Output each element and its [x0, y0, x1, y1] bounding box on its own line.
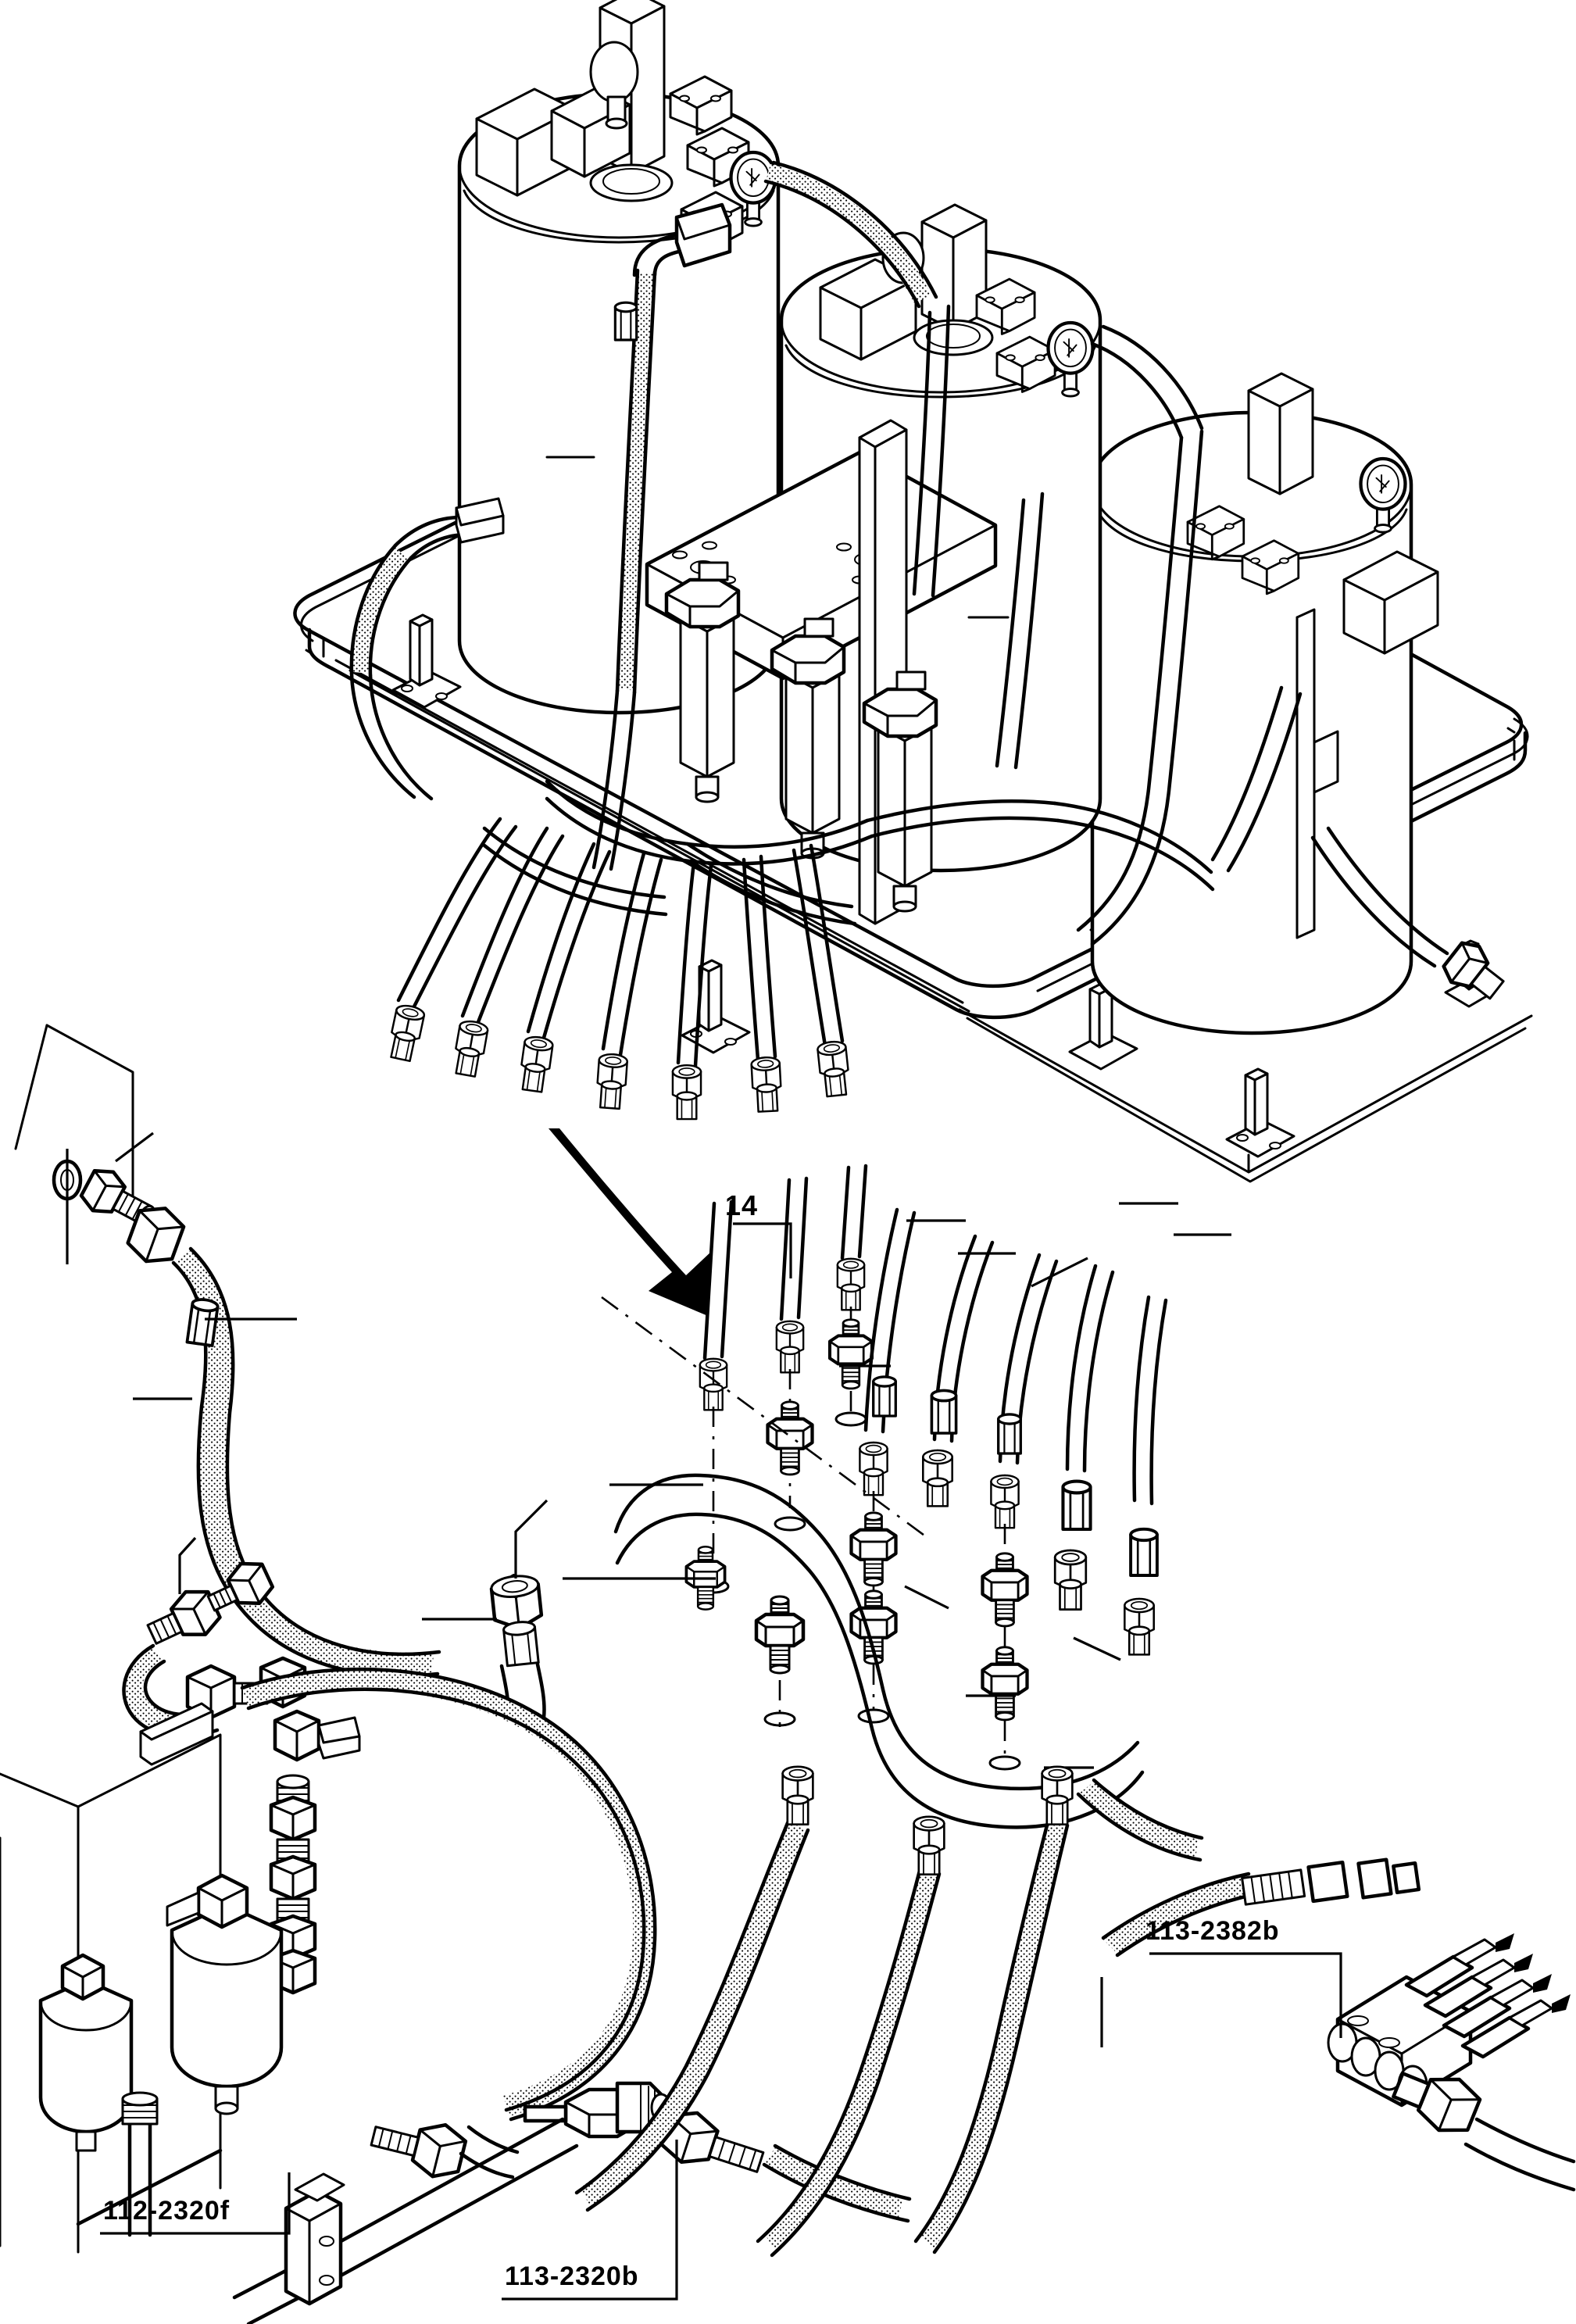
hose-bundle: [385, 817, 852, 1121]
detail-center-hose: [232, 1667, 912, 2324]
detail-exploded-ports: [563, 1164, 1231, 1829]
detail-filter-head: [0, 1536, 361, 2254]
detail-right-hoses: [574, 1765, 1576, 2258]
view-transition-arrow: [549, 1128, 713, 1316]
assembly-hoses: [349, 160, 1505, 1121]
callout-leaders: [100, 1222, 1342, 2301]
callout-112-2320f: 112-2320f: [103, 2196, 231, 2226]
callout-14: 14: [725, 1189, 759, 1221]
callout-113-2320b: 113-2320b: [505, 2261, 639, 2291]
detail-upper-left-hose: [14, 1024, 549, 1722]
tank-right: [1090, 372, 1439, 1035]
right-manifold-block: [1327, 1933, 1576, 2192]
bottom-mount-bracket: [232, 2117, 579, 2324]
callout-113-2382b: 113-2382b: [1145, 1916, 1280, 1946]
